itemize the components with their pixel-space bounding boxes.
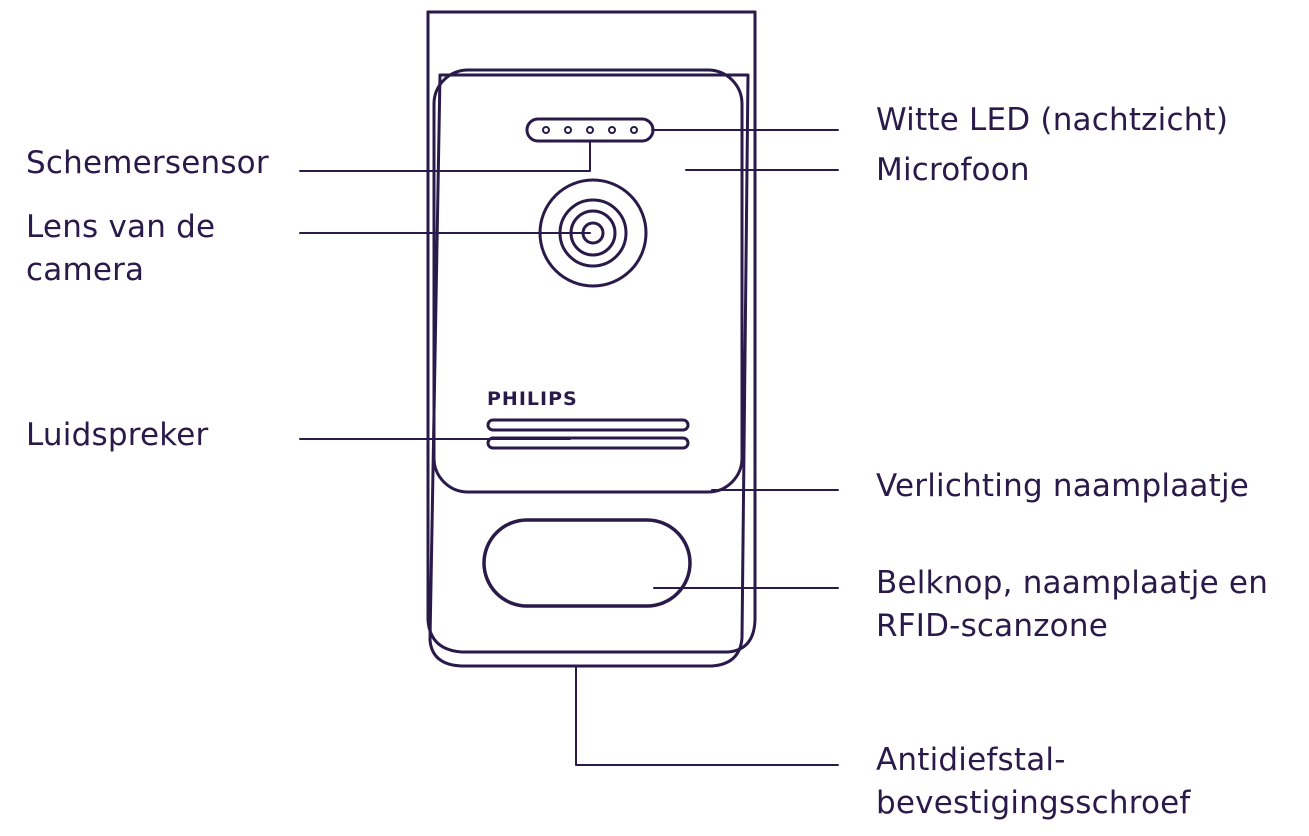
- label-verlichting: Verlichting naamplaatje: [876, 468, 1250, 504]
- label-antidiefstal-line1: Antidiefstal-: [876, 742, 1066, 778]
- back-housing: [426, 10, 757, 654]
- label-microfoon: Microfoon: [876, 152, 1030, 188]
- led-dot-5: [630, 126, 638, 134]
- led-dot-2: [564, 126, 572, 134]
- front-plate: [428, 73, 750, 668]
- led-dot-4: [608, 126, 616, 134]
- led-strip: [525, 117, 655, 143]
- label-witte-led: Witte LED (nachtzicht): [876, 102, 1229, 138]
- speaker-slot-1: [486, 418, 690, 432]
- leader-schemersensor: [299, 140, 591, 172]
- speaker-slot-2: [486, 436, 690, 450]
- label-schemersensor: Schemersensor: [26, 145, 269, 181]
- label-antidiefstal-line2: bevestigingsschroef: [876, 785, 1191, 821]
- label-lens-line1: Lens van de: [26, 209, 216, 245]
- label-lens-line2: camera: [26, 252, 145, 288]
- led-dot-1: [542, 126, 550, 134]
- brand-logo: PHILIPS: [487, 388, 578, 410]
- call-button: [482, 518, 692, 608]
- led-dot-3: [586, 126, 594, 134]
- leader-antidiefstal: [575, 665, 839, 766]
- label-belknop-line2: RFID-scanzone: [876, 608, 1108, 644]
- label-belknop-line1: Belknop, naamplaatje en: [876, 565, 1269, 601]
- label-luidspreker: Luidspreker: [26, 417, 209, 453]
- upper-panel: [432, 68, 744, 494]
